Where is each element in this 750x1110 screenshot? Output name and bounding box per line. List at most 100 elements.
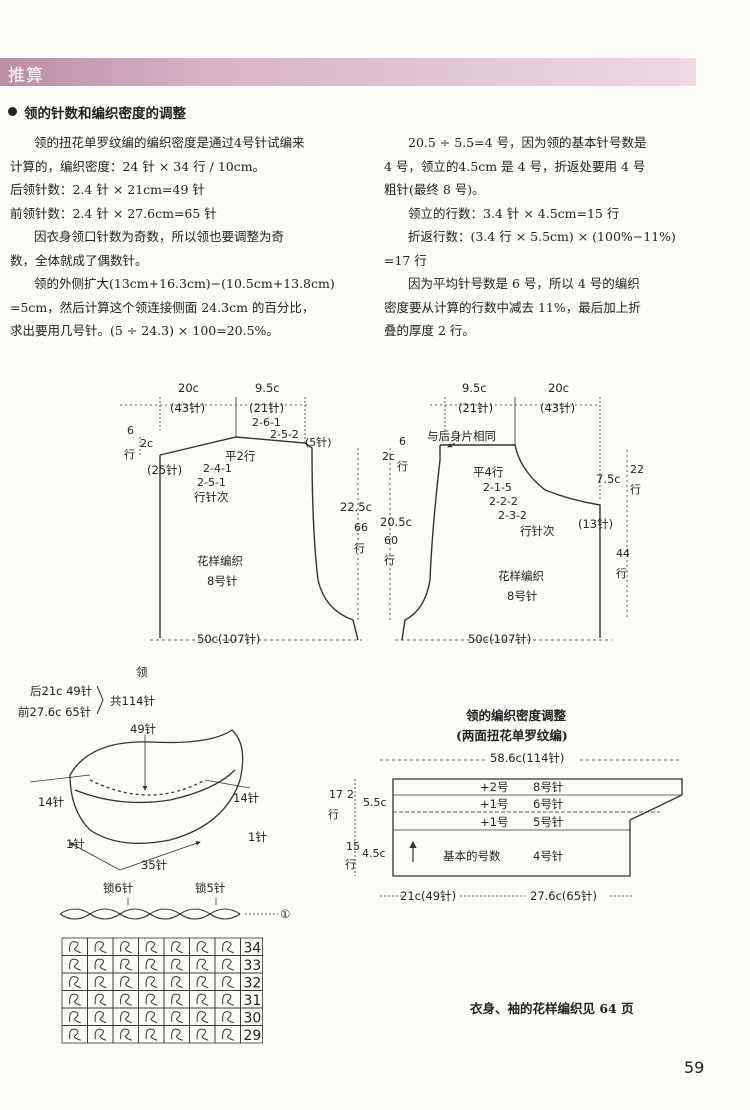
back-body-diagram [120, 397, 362, 641]
header-bar [0, 58, 696, 86]
label: 2-6-1 [252, 416, 281, 429]
paragraph-line: 20.5 ÷ 5.5=4 号，因为领的基本针号数是 [408, 135, 647, 150]
label: 49针 [130, 722, 156, 736]
chart-cell [163, 937, 190, 956]
adjust-diagram [354, 759, 683, 897]
collar-drawing [29, 729, 251, 871]
label: (5针) [305, 435, 332, 449]
chart-cell [112, 972, 139, 991]
label: 行 [328, 808, 339, 821]
chart-cell [61, 955, 88, 974]
label: 4.5c [362, 847, 386, 860]
page-title: 推算 [8, 66, 44, 86]
twisted-stitch-symbol [69, 958, 81, 971]
paragraph-line: 密度要从计算的行数中减去 11%，最后加上折 [384, 299, 641, 315]
twisted-stitch-symbol [69, 941, 81, 954]
paragraph-line: 后领针数：2.4 针 × 21cm=49 针 [10, 182, 205, 197]
chart-cell [87, 990, 114, 1009]
label: (43针) [170, 401, 205, 415]
label: 20c [178, 381, 199, 395]
twisted-stitch-symbol [69, 993, 81, 1006]
twisted-stitch-symbol [145, 1028, 158, 1041]
chart-row-number: 30 [244, 1011, 262, 1027]
chart-cell [87, 972, 114, 991]
label: 2-3-2 [498, 509, 527, 522]
label: 平2行 [225, 449, 255, 463]
twisted-stitch-symbol [222, 958, 234, 971]
label: 6 [127, 424, 134, 437]
paragraph-line: =5cm，然后计算这个领连接侧面 24.3cm 的百分比， [10, 299, 315, 315]
label: (13针) [578, 517, 613, 531]
chart-cell [138, 1007, 165, 1026]
twisted-stitch-symbol [69, 1028, 81, 1041]
label: 6号针 [533, 797, 563, 811]
label: 与后身片相同 [427, 429, 496, 443]
twisted-stitch-symbol [94, 958, 107, 971]
label: 9.5c [255, 381, 280, 395]
twisted-stitch-symbol [94, 1028, 107, 1041]
page-number: 59 [684, 1058, 705, 1077]
chart-cell [112, 990, 139, 1009]
label: +2号 [480, 780, 508, 794]
label: 1针 [66, 837, 85, 851]
label: 行 [345, 858, 356, 871]
label: 5号针 [533, 815, 563, 829]
paragraph-line: 数，全体就成了偶数针。 [10, 252, 148, 268]
twisted-stitch-symbol [222, 941, 234, 954]
chart-cell [61, 972, 88, 991]
label: (25针) [147, 463, 182, 477]
chart-row-cell [240, 1025, 263, 1044]
twisted-stitch-symbol [196, 958, 209, 971]
chart-cell [138, 990, 165, 1009]
chart-cell [214, 955, 241, 974]
chart-cell [163, 1025, 190, 1044]
chart-cell [87, 937, 114, 956]
label: 花样编织 [197, 554, 243, 568]
chart-cell [138, 1025, 165, 1044]
chart-cell [138, 972, 165, 991]
twisted-stitch-symbol [120, 1011, 132, 1024]
chart-cell [163, 1007, 190, 1026]
chart-cell [214, 990, 241, 1009]
chart-cell [138, 937, 165, 956]
chart-cell [112, 937, 139, 956]
twisted-stitch-symbol [171, 1028, 183, 1041]
adjust-title: 领的编织密度调整 [466, 708, 567, 723]
twisted-stitch-symbol [145, 1011, 158, 1024]
paragraph-line: 4 号，领立的4.5cm 是 4 号，折返处要用 4 号 [384, 158, 646, 174]
label: 基本的号数 [443, 849, 501, 863]
note-text: 衣身、袖的花样编织见 64 页 [470, 1001, 634, 1016]
label: 50c(107针) [197, 632, 260, 646]
label: 20.5c [380, 515, 412, 529]
label: 27.6c(65针) [530, 889, 597, 903]
label: 22.5c [340, 500, 372, 514]
twisted-stitch-symbol [145, 976, 158, 989]
chart-cell [214, 1025, 241, 1044]
label: 花样编织 [498, 569, 544, 583]
chart-cell [163, 990, 190, 1009]
paragraph-line: 领立的行数：3.4 针 × 4.5cm=15 行 [408, 205, 620, 221]
twisted-stitch-symbol [222, 976, 234, 989]
label: 行 [354, 542, 365, 555]
paragraph-line: 前领针数：2.4 针 × 27.6cm=65 针 [10, 205, 217, 221]
twisted-stitch-symbol [196, 941, 209, 954]
label: 2-4-1 [203, 462, 232, 475]
label: 行 [384, 554, 395, 567]
right-text-column: 20.5 ÷ 5.5=4 号，因为领的基本针号数是 4 号，领立的4.5cm 是… [384, 131, 714, 343]
chart-cell [214, 1007, 241, 1026]
chart-row-number: 32 [244, 976, 262, 992]
chart-cell [87, 1025, 114, 1044]
paragraph-line: 因衣身领口针数为奇数，所以领也要调整为奇 [34, 229, 285, 244]
label: 9.5c [462, 381, 487, 395]
chart-cell [189, 1025, 216, 1044]
chart-cell [112, 1007, 139, 1026]
label: 行针次 [194, 490, 229, 504]
label: 2c [140, 437, 153, 450]
chart-cell [61, 1025, 88, 1044]
twisted-stitch-symbol [69, 1011, 81, 1024]
twisted-stitch-symbol [120, 941, 132, 954]
section-title: 领的针数和编织密度的调整 [24, 106, 186, 122]
label: 共114针 [110, 694, 155, 708]
